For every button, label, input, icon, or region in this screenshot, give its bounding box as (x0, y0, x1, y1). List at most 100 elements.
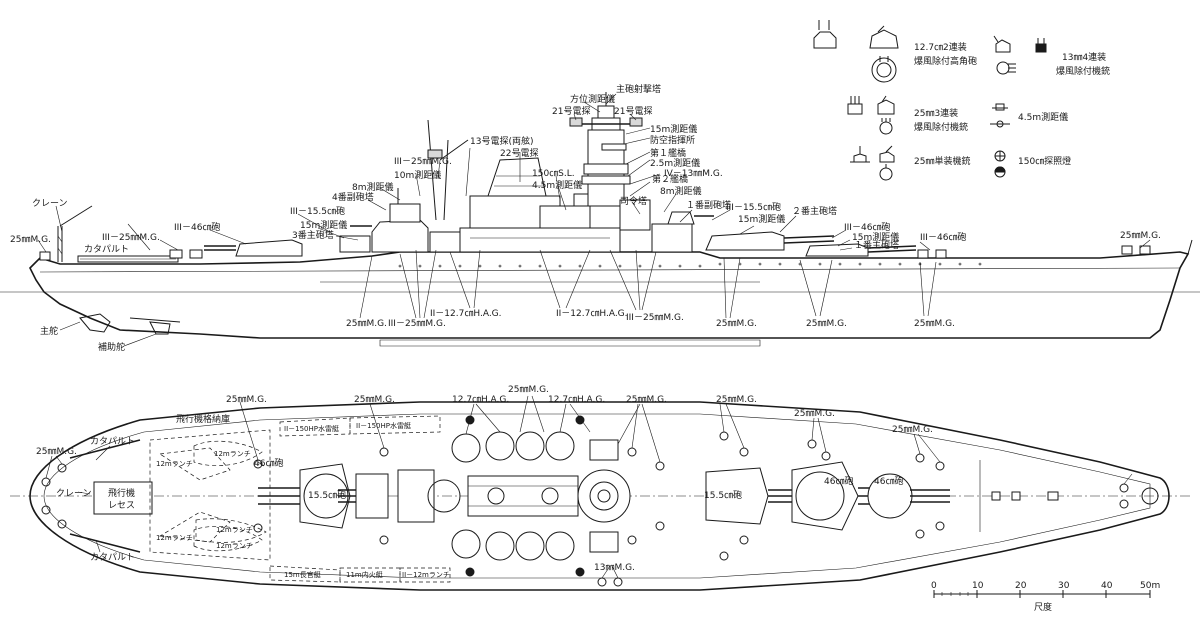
plan-turret-4-secondary (338, 473, 389, 519)
plan-midship-aa (397, 415, 585, 577)
legend-label-mg1: 25㎜単装機銃 (914, 155, 970, 167)
legend-label-mg4-2: 爆風除付機銃 (1056, 65, 1110, 77)
scale-tick-0: 0 (931, 581, 937, 591)
plan-label-gun155-b: 15.5㎝砲 (704, 489, 742, 501)
bridge-tower (569, 92, 651, 231)
plan-label-catapult-top: カタパルト (90, 436, 135, 447)
aft-mg-mounts (39, 249, 203, 261)
label-mg3-25-mast: III－25㎜M.G. (394, 157, 452, 167)
label-gun3-155-fwd: III－15.5㎝砲 (726, 201, 781, 213)
searchlight-icon (994, 150, 1006, 178)
scale-caption: 尺度 (1034, 601, 1052, 613)
legend-label-rf45: 4.5m測距儀 (1018, 111, 1068, 123)
label-mg3-25-aft: III－25㎜M.G. (102, 233, 160, 243)
label-rf8-aft: 8m測距儀 (352, 181, 394, 193)
midship-structure (459, 193, 621, 253)
hangar-outline (149, 429, 271, 561)
plan-label-launch12-c: 12mランチ (216, 526, 253, 534)
label-rf8-fwd: 8m測距儀 (660, 185, 702, 197)
plan-label-motorboat-b: II－150HP水雷艇 (356, 421, 411, 430)
label-gun3-46-mid: III－46㎝砲 (844, 221, 890, 233)
plan-label-hag-a: 12.7㎝H.A.G. (452, 395, 509, 405)
rangefinder-icon (990, 103, 1010, 128)
label-aa-command: 防空指揮所 (650, 134, 695, 146)
plan-turret-3 (258, 463, 351, 529)
legend-label-sl150: 150㎝探照燈 (1018, 155, 1071, 167)
legend-label-mg3-1: 25㎜3連装 (914, 107, 958, 119)
catapult-top (69, 439, 141, 459)
plan-view-labels: 25㎜M.G. カタパルト カタパルト クレーン 飛行機格納庫 飛行機 レセス … (36, 385, 933, 579)
plan-label-elevator-1: 飛行機 (108, 487, 135, 499)
bow-mg-mounts (917, 239, 1193, 259)
plan-label-elevator-2: レセス (108, 500, 135, 511)
plan-label-gun46-a: 46㎝砲 (254, 457, 283, 469)
plan-label-hangar: 飛行機格納庫 (176, 413, 230, 425)
mg-triple-mount-icon (847, 95, 895, 135)
legend-label-mg3-2: 爆風除付機銃 (914, 121, 968, 133)
label-gun3-46-aft: III－46㎝砲 (174, 221, 220, 233)
catapult-bottom (69, 533, 141, 553)
plan-label-motorboat-a: II－150HP水雷艇 (284, 424, 339, 433)
plan-label-mg25-s3: 25㎜M.G. (354, 395, 395, 405)
label-conning: 司令塔 (620, 195, 647, 207)
turret-2 (705, 231, 835, 251)
legend-label-hag2-2: 爆風除付高角砲 (914, 55, 977, 67)
plan-label-gun46-c: 46㎝砲 (874, 475, 903, 487)
plan-label-gun46-b: 46㎝砲 (824, 475, 853, 487)
hull-profile (29, 251, 1190, 339)
label-turret2: ２番主砲塔 (792, 205, 837, 217)
turret-3 (204, 239, 303, 257)
plan-label-mg25-e: 25㎜M.G. (716, 395, 757, 405)
plan-label-boat11: 11m内火艇 (346, 570, 383, 579)
scale-tick-20: 20 (1015, 581, 1027, 591)
plan-label-launch12-f: II－12mランチ (402, 571, 450, 579)
label-rf15-fwd: 15m測距儀 (738, 213, 785, 225)
bilge-keel (379, 339, 761, 347)
label-sl150: 150㎝S.L. (532, 169, 575, 179)
turret-1-secondary (651, 211, 714, 253)
label-hag-b4: II－12.7㎝H.A.G. (556, 309, 628, 319)
label-rf15-top: 15m測距儀 (650, 123, 697, 135)
label-radar13: 13号電探(両舷) (470, 135, 533, 147)
plan-label-boat15: 15m長官艇 (284, 570, 321, 579)
label-rf25: 2.5m測距儀 (650, 157, 700, 169)
plan-label-mg25-s1: 25㎜M.G. (36, 447, 77, 457)
plan-hull-outline (29, 401, 1170, 591)
plan-label-catapult-bot: カタパルト (90, 552, 135, 563)
mg-quad-mount-icon (993, 35, 1047, 75)
mainmast (427, 119, 469, 221)
label-hag-b3: II－12.7㎝H.A.G. (430, 309, 502, 319)
label-radar21-r: 21号電探 (614, 105, 652, 117)
label-radar22: 22号電探 (500, 147, 538, 159)
plan-label-launch12-e: 12mランチ (216, 542, 253, 550)
aft-superstructure (339, 188, 471, 253)
label-turret1-sec: １番副砲塔 (686, 199, 731, 211)
scale-tick-40: 40 (1101, 581, 1113, 591)
label-mg25-b1: 25㎜M.G. (346, 319, 387, 329)
plan-view: 25㎜M.G. カタパルト カタパルト クレーン 飛行機格納庫 飛行機 レセス … (10, 385, 1190, 591)
plan-label-launch12-d: 12mランチ (156, 534, 193, 542)
plan-label-crane: クレーン (56, 488, 92, 499)
side-view-labels: クレーン 25㎜M.G. カタパルト III－25㎜M.G. III－46㎝砲 … (10, 83, 1161, 353)
scale-tick-10: 10 (972, 581, 984, 591)
label-mg25-stern: 25㎜M.G. (10, 235, 51, 245)
aircraft-elevator (93, 481, 153, 515)
label-turret1: １番主砲塔 (854, 239, 899, 251)
plan-leader-lines (45, 395, 1133, 579)
label-bridge1: 第１艦橋 (650, 147, 686, 159)
side-leader-lines (37, 93, 1151, 347)
label-mg3-25-b5: III－25㎜M.G. (626, 313, 684, 323)
label-rf45: 4.5m測距儀 (532, 179, 582, 191)
label-mg25-b7: 25㎜M.G. (806, 319, 847, 329)
label-radar21-l: 21号電探 (552, 105, 590, 117)
label-rudder-aux: 補助舵 (98, 341, 125, 353)
hag-twin-mount-icon (813, 20, 899, 83)
plan-label-mg25-s2: 25㎜M.G. (226, 395, 267, 405)
label-gun3-155-aft: III－15.5㎝砲 (290, 205, 345, 217)
rudders (79, 313, 181, 335)
label-catapult: カタパルト (84, 244, 129, 255)
label-turret4-sec: 4番副砲塔 (332, 191, 374, 203)
mg-single-mount-icon (850, 145, 895, 181)
label-rudder-main: 主舵 (40, 325, 58, 337)
